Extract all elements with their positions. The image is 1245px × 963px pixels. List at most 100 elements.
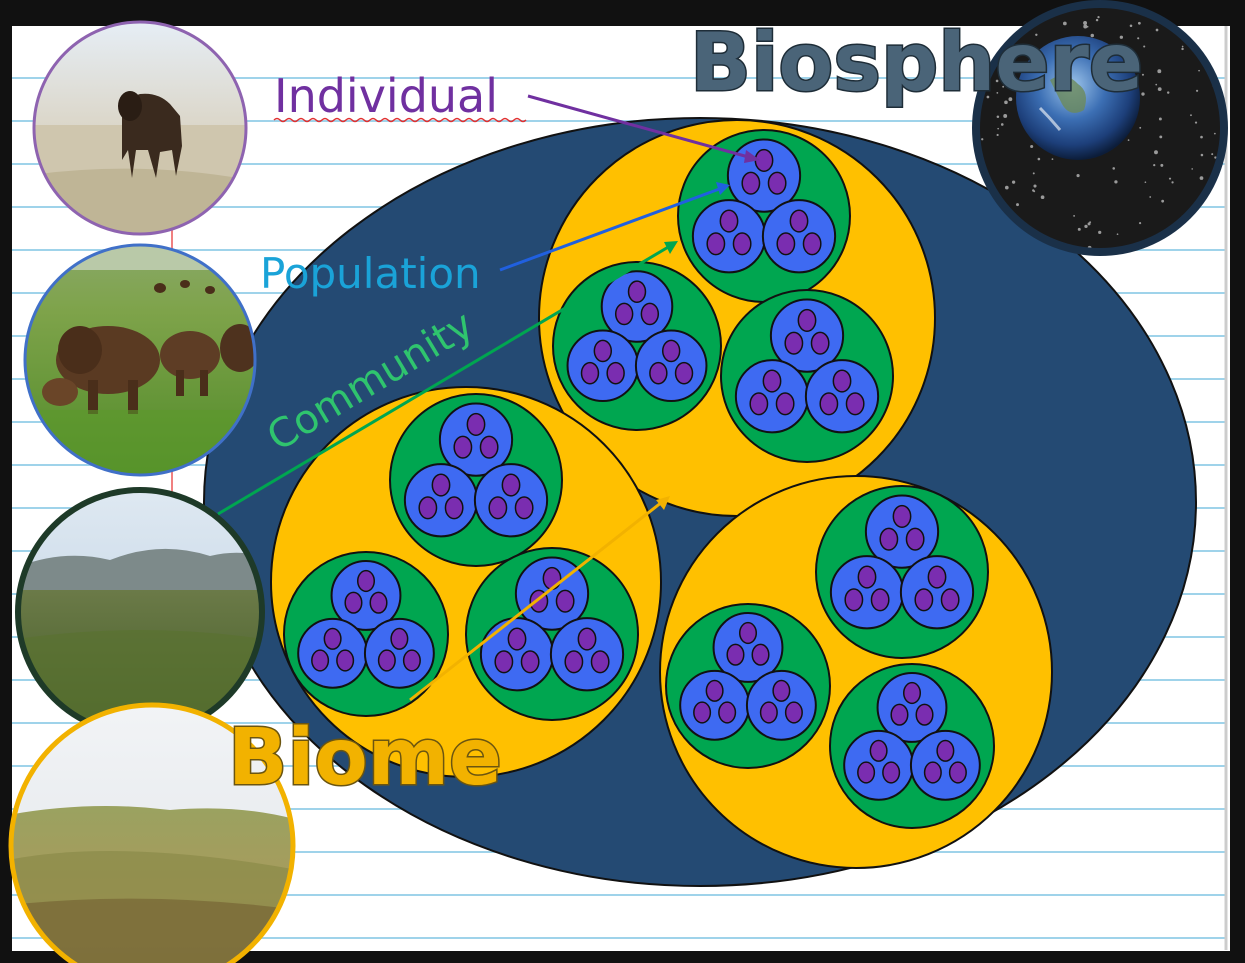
individual-dot <box>811 332 828 354</box>
star <box>1052 158 1054 160</box>
individual-dot <box>391 628 408 649</box>
individual-dot <box>941 589 958 611</box>
star <box>1181 48 1183 50</box>
star <box>1041 195 1045 199</box>
star <box>1196 90 1198 92</box>
star <box>1112 167 1115 170</box>
individual-dot <box>495 651 512 673</box>
individual-dot <box>740 623 757 644</box>
individual-dot <box>950 762 967 783</box>
individual-dot <box>891 704 908 725</box>
population-label: Population <box>260 249 481 298</box>
star <box>1201 154 1204 157</box>
individual-dot <box>785 332 802 354</box>
star <box>1158 87 1162 91</box>
individual-dot <box>345 592 362 613</box>
individual-dot <box>508 628 525 650</box>
individual-dot <box>358 571 375 592</box>
individual-dot <box>870 740 887 761</box>
star <box>1084 225 1087 228</box>
star <box>1145 181 1147 183</box>
star <box>1153 164 1155 166</box>
star <box>1156 29 1159 32</box>
star <box>1089 221 1091 223</box>
individual-dot <box>616 303 633 324</box>
individual-dot <box>324 628 341 649</box>
star <box>1001 123 1004 126</box>
individual-dot <box>591 651 608 673</box>
star <box>1159 118 1162 121</box>
individual-dot <box>858 762 875 783</box>
biome-label: Biome <box>228 713 502 803</box>
star <box>1155 84 1157 86</box>
star <box>1169 178 1171 180</box>
star <box>1139 127 1141 129</box>
star <box>1211 153 1213 155</box>
individual-dot <box>404 650 421 671</box>
star <box>1078 228 1081 231</box>
individual-dot <box>893 506 910 528</box>
star <box>997 128 999 130</box>
individual-dot <box>880 528 897 550</box>
star <box>997 134 999 136</box>
individual-dot <box>776 393 793 415</box>
individual-dot <box>755 150 772 172</box>
star <box>1143 45 1145 47</box>
individual-dot <box>883 762 900 783</box>
individual-dot <box>846 393 863 415</box>
individual-dot <box>750 393 767 415</box>
star <box>1117 233 1119 235</box>
individual-dot <box>480 436 497 458</box>
individual-dot <box>733 233 750 255</box>
individual-dot <box>916 704 933 725</box>
individual-dot <box>937 740 954 761</box>
individual-dot <box>777 233 794 255</box>
individual-dot <box>790 210 807 232</box>
individual-dot <box>858 566 875 588</box>
star <box>1032 189 1034 191</box>
individual-dot <box>454 436 471 458</box>
individual-dot <box>467 414 484 436</box>
star <box>1005 186 1009 190</box>
star <box>1139 222 1141 224</box>
individual-dot <box>432 474 449 496</box>
star <box>1171 181 1173 183</box>
individual-dot <box>565 651 582 673</box>
individual-dot <box>445 497 462 519</box>
individual-dot <box>650 363 667 384</box>
individual-dot <box>925 762 942 783</box>
star <box>1200 136 1203 139</box>
individual-dot <box>578 628 595 650</box>
star <box>1214 133 1216 135</box>
individual-dot <box>719 702 736 723</box>
individual-dot <box>337 650 354 671</box>
individual-dot <box>502 474 519 496</box>
star <box>1033 172 1035 174</box>
individual-dot <box>379 650 396 671</box>
star <box>1016 203 1019 206</box>
star <box>1195 122 1197 124</box>
star <box>1076 174 1079 177</box>
star <box>1038 158 1041 161</box>
star <box>1154 150 1158 154</box>
individual-dot <box>489 497 506 519</box>
individual-dot <box>906 528 923 550</box>
star <box>1191 168 1193 170</box>
individual-dot <box>820 393 837 415</box>
individual-dot <box>370 592 387 613</box>
individual-dot <box>543 568 560 590</box>
individual-dot <box>768 172 785 194</box>
individual-dot <box>629 281 646 302</box>
star <box>1033 184 1036 187</box>
individual-dot <box>663 340 680 361</box>
star <box>1012 181 1015 184</box>
individual-dot <box>761 702 778 723</box>
individual-dot <box>607 363 624 384</box>
star <box>1190 114 1192 116</box>
individual-dot <box>742 172 759 194</box>
individual-dot <box>312 650 329 671</box>
individual-dot <box>752 644 769 665</box>
individual-dot <box>915 589 932 611</box>
individual-dot <box>706 680 723 701</box>
